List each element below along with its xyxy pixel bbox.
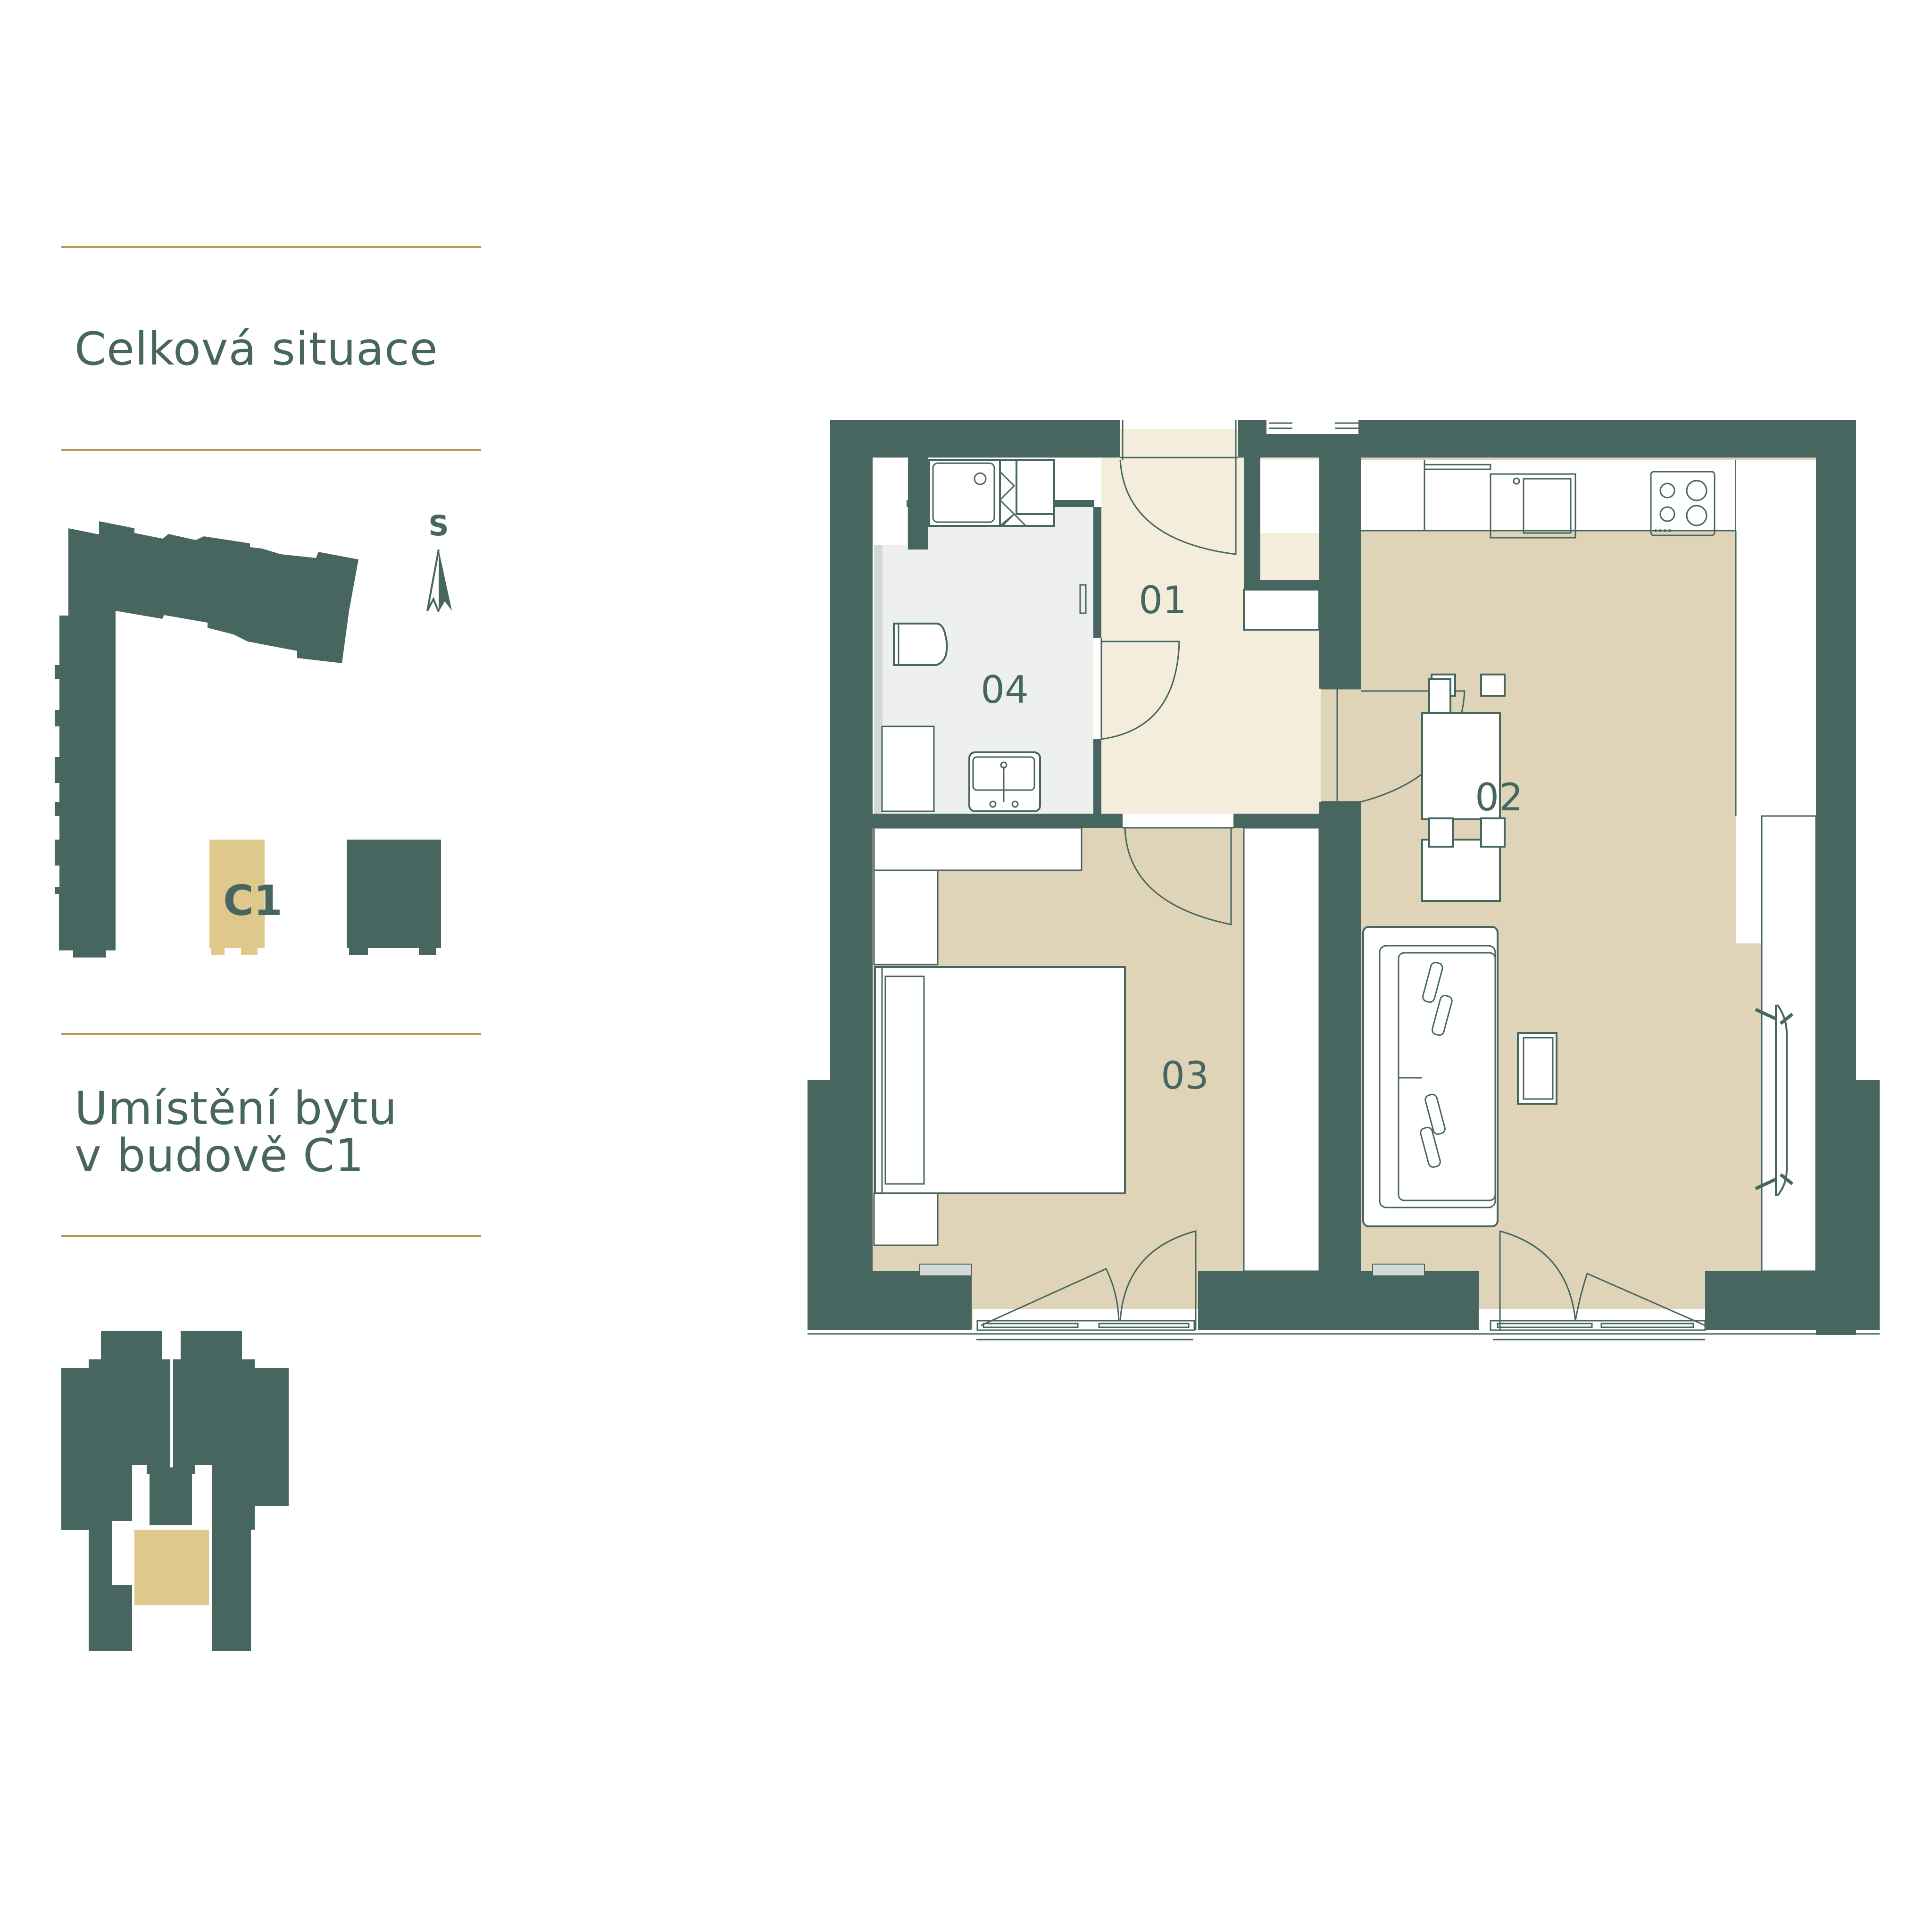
compass: S [426,509,452,612]
window-top-hall[interactable] [1120,420,1238,460]
building-apartment-highlight[interactable] [134,1530,209,1605]
bedroom-shelf-top [873,827,1083,871]
sofa [1362,926,1499,1227]
shower [928,459,1001,527]
hall-closet-upper [1260,460,1319,533]
entrance-door-swing[interactable] [1119,459,1237,555]
door-01-02-threshold [1321,689,1361,802]
window-top-vent[interactable] [1266,420,1358,434]
room-01-floor-top [1120,427,1238,460]
exterior-wall-right-lower [1705,1080,1880,1330]
towel-rail [1079,584,1087,614]
exterior-wall-left [830,420,873,1080]
bedroom-wardrobe-right [1243,827,1320,1272]
site-overview-heading: Celková situace [75,323,438,375]
floor-plan: 01 04 [808,420,1880,1341]
bedroom-radiator [919,1264,972,1276]
compass-south-label: S [428,509,449,542]
wall-hall-closet-left [1244,458,1260,580]
bathroom-door[interactable] [1093,638,1180,740]
site-building-l-shape [55,521,358,958]
site-plan: C1 S [55,509,452,958]
living-balcony-door[interactable] [1479,1230,1706,1341]
room-04-wall-panel [874,507,883,814]
tv-unit [1761,815,1817,1272]
installation-shaft [999,459,1055,527]
bedside-table [873,1192,939,1246]
compass-arrow-icon [439,550,452,612]
room-label-04: 04 [981,668,1029,712]
dining-table [1421,674,1506,902]
room-label-01: 01 [1139,578,1187,622]
building-core [150,1467,192,1525]
wall-shaft-lower [1319,802,1361,1330]
cooktop [1650,471,1715,536]
room-label-02: 02 [1475,775,1523,819]
divider-rule-2 [61,449,481,451]
site-building-c1-label: C1 [223,876,283,925]
storage-niche [873,460,907,545]
exterior-wall-left-lower [808,1080,972,1330]
coffee-table [1517,1032,1557,1105]
kitchen-sink [1490,473,1576,539]
wall-closet-shelf [1244,580,1319,590]
washing-machine [881,725,935,812]
hall-closet-lower [1243,589,1320,631]
living-radiator [1372,1264,1425,1276]
building-location-heading: Umístění bytu v budově C1 [75,1082,398,1182]
site-building-neighbor [347,840,441,955]
site-building-c1-shape[interactable] [209,840,265,955]
chair-top-left [1428,678,1451,714]
room-label-03: 03 [1161,1054,1209,1098]
double-bed [874,966,1126,1194]
site-building-c1[interactable]: C1 [209,840,283,955]
wall-horizontal-mid [873,814,1321,828]
kitchen-counter [1361,460,1737,532]
building-key-plan [61,1331,289,1651]
tv [1755,1004,1794,1197]
bedroom-wardrobe-left [873,869,939,966]
compass-arrow-outline-icon [426,549,440,612]
wall-shaft [1319,458,1361,689]
divider-rule-1 [61,246,481,248]
bedroom-balcony-door[interactable] [973,1230,1198,1341]
building-right-wing [173,1331,289,1651]
toilet [893,623,948,666]
building-left-wing [61,1331,170,1651]
bedroom-door[interactable] [1123,814,1233,925]
divider-rule-3 [61,1033,481,1035]
exterior-wall [830,420,1120,507]
divider-rule-4 [61,1235,481,1237]
washbasin [968,751,1041,812]
